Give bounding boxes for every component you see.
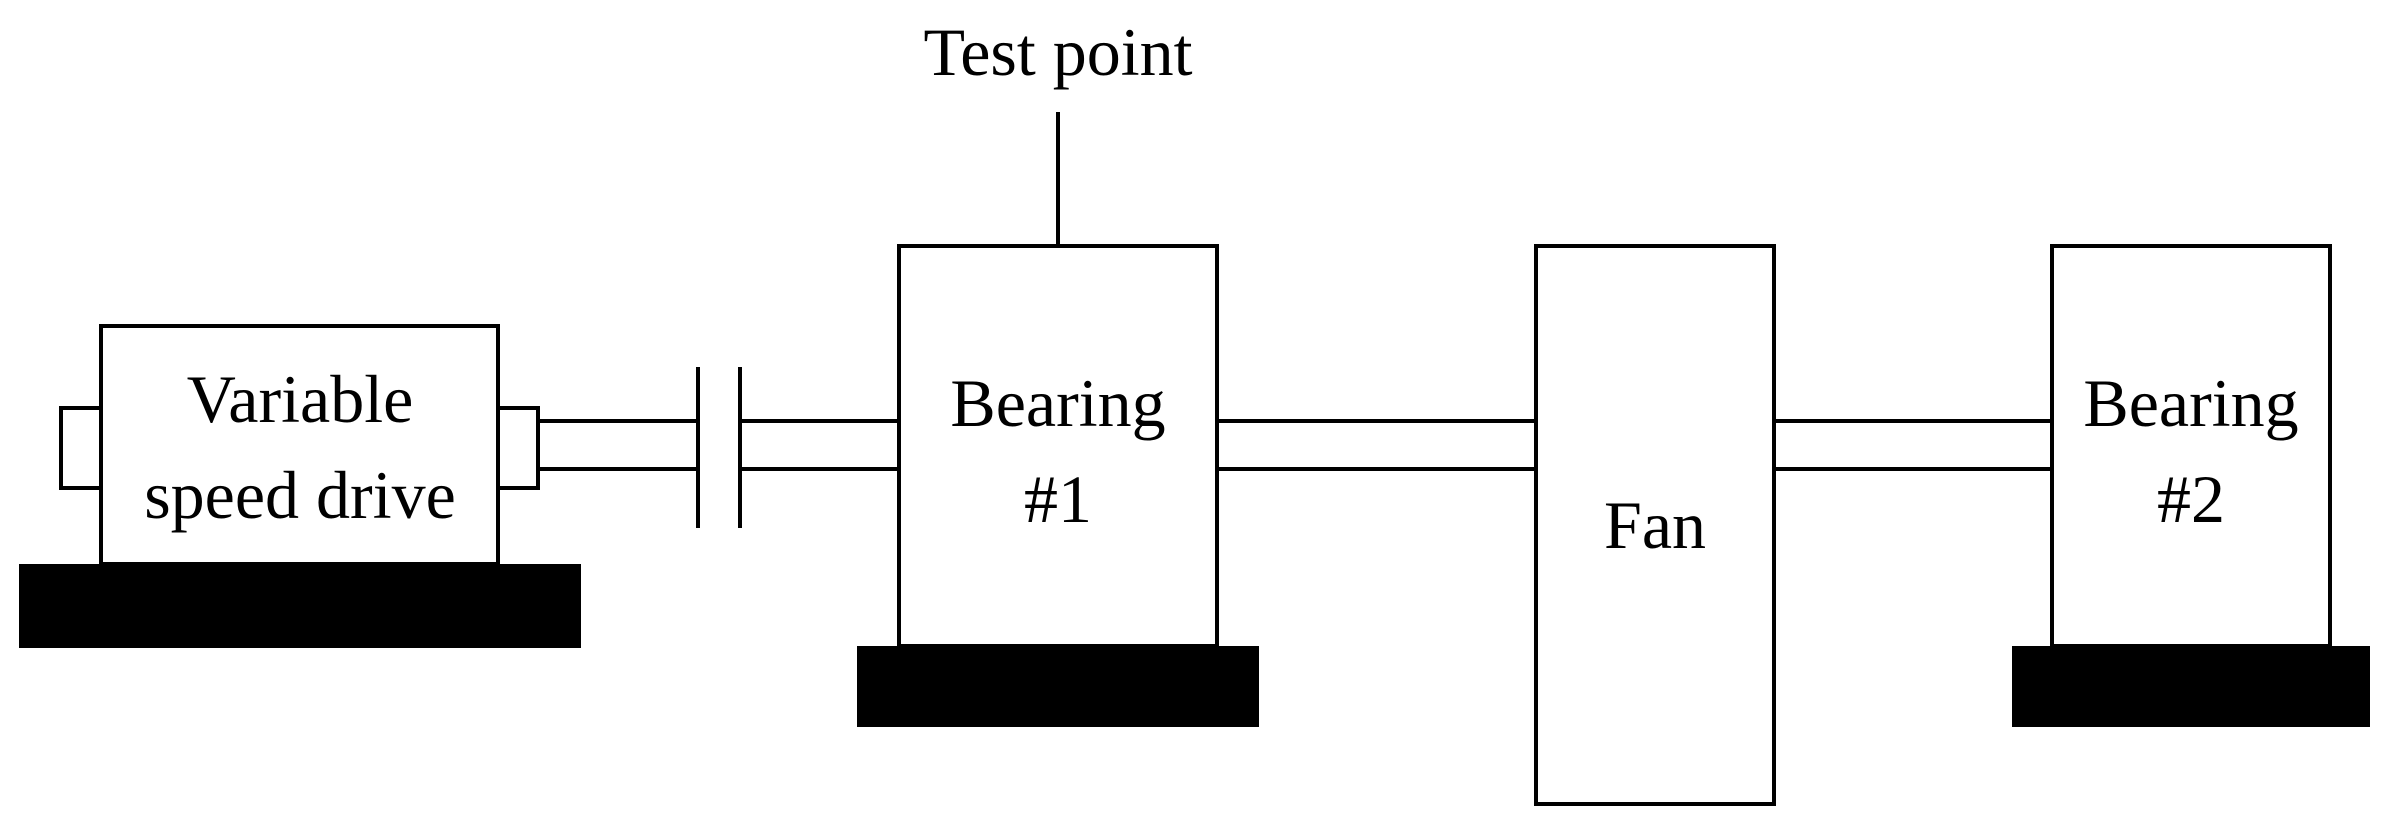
shaft-fan-to-bearing2	[1774, 419, 2052, 471]
test-point-label: Test point	[923, 14, 1192, 90]
drive-end-stub-left	[59, 406, 103, 490]
shaft-coupling-to-bearing1	[740, 419, 899, 471]
drive-label-line2: speed drive	[144, 457, 456, 533]
bearing-2: Bearing #2	[2012, 244, 2370, 727]
drive-label-line1: Variable	[187, 361, 414, 437]
coupling	[696, 367, 742, 528]
bearing1-label-line1: Bearing	[950, 365, 1165, 441]
shaft-bearing1-to-fan	[1217, 419, 1536, 471]
bearing-1: Bearing #1	[857, 244, 1259, 727]
bearing1-label-line2: #1	[1024, 461, 1092, 537]
shaft-drive-to-coupling	[538, 419, 698, 471]
fan-body	[1534, 244, 1776, 806]
drive-end-stub-right	[496, 406, 540, 490]
bearing2-label-line1: Bearing	[2083, 365, 2298, 441]
variable-speed-drive: Variable speed drive	[19, 324, 581, 648]
fan-label: Fan	[1604, 487, 1706, 563]
drive-base	[19, 564, 581, 648]
bearing2-base	[2012, 646, 2370, 727]
bearing2-body	[2050, 244, 2332, 648]
bearing2-label-line2: #2	[2157, 461, 2225, 537]
bearing1-body	[897, 244, 1219, 648]
bearing1-base	[857, 646, 1259, 727]
fan: Fan	[1534, 244, 1776, 806]
